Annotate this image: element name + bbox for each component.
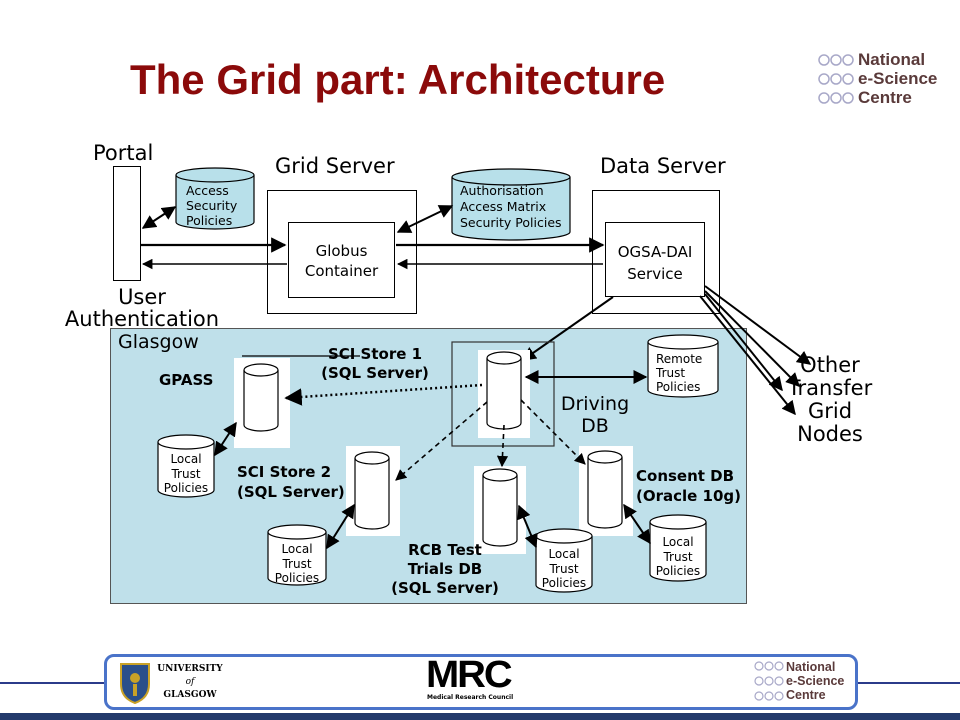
nesc-footer-logo: National e-Science Centre (754, 660, 850, 706)
nesc-footer-line2: e-Science (786, 674, 845, 688)
glasgow-crest-icon (120, 663, 150, 704)
remote-trust-policies-cylinder (647, 334, 719, 398)
consent-db-label: Consent DB (Oracle 10g) (636, 467, 742, 505)
globus-container-label: Globus Container (304, 242, 379, 280)
nesc-logo-rings-icon (818, 54, 854, 104)
authorisation-label: Authorisation Access Matrix Security Pol… (460, 183, 562, 230)
nesc-logo-line2: e-Science (858, 69, 938, 88)
rcb-test-cylinder (482, 468, 518, 547)
local-trust-policies-label-4: Local Trust Policies (655, 535, 701, 578)
user-authentication-label: User Authentication (64, 285, 220, 331)
consent-db-cylinder (587, 450, 623, 529)
portal-box (113, 166, 141, 281)
mrc-logo: MRC Medical Research Council (426, 654, 516, 706)
sci-store-2-cylinder (354, 451, 390, 530)
ogsa-dai-box (605, 222, 705, 297)
glasgow-logo-line3: GLASGOW (163, 690, 217, 700)
gpass-cylinder (243, 363, 279, 432)
university-of-glasgow-logo: UNIVERSITY of GLASGOW (118, 660, 228, 706)
local-trust-policies-cylinder-4 (649, 514, 707, 582)
local-trust-policies-label-3: Local Trust Policies (541, 547, 587, 590)
sci-store-1-label: SCI Store 1 (SQL Server) (321, 345, 429, 382)
access-security-policies-label: Access Security Policies (186, 183, 238, 228)
driving-db-label: Driving DB (560, 393, 630, 437)
mrc-logo-text: MRC (426, 654, 513, 696)
authorisation-cylinder (451, 168, 571, 241)
glasgow-logo-line1: UNIVERSITY (157, 664, 223, 674)
local-trust-policies-label-1: Local Trust Policies (163, 452, 209, 495)
grid-server-title: Grid Server (275, 154, 395, 178)
nesc-footer-rings-icon (754, 661, 784, 701)
footer-bar (0, 713, 960, 720)
rcb-test-trials-label: RCB Test Trials DB (SQL Server) (391, 541, 499, 597)
nesc-logo-line1: National (858, 50, 926, 69)
nesc-logo-line3: Centre (858, 88, 912, 107)
local-trust-policies-cylinder-1 (157, 434, 215, 498)
data-server-title: Data Server (600, 154, 726, 178)
remote-trust-policies-label: Remote Trust Policies (656, 352, 703, 394)
nesc-logo: National e-Science Centre (818, 50, 958, 108)
local-trust-policies-cylinder-3 (535, 528, 593, 593)
local-trust-policies-cylinder-2 (267, 524, 327, 586)
ogsa-dai-label: OGSA-DAI Service (617, 243, 693, 283)
page-title: The Grid part: Architecture (130, 56, 666, 103)
local-trust-policies-label-2: Local Trust Policies (274, 542, 320, 585)
mrc-logo-subtitle: Medical Research Council (427, 694, 514, 701)
globus-container-box (288, 222, 395, 298)
nesc-footer-line1: National (786, 660, 836, 674)
footer-logo-bar (104, 654, 858, 710)
gpass-label: GPASS (159, 371, 214, 389)
glasgow-label: Glasgow (118, 331, 199, 353)
access-security-policies-cylinder (175, 167, 255, 230)
sci-store-1-cylinder (486, 351, 522, 430)
glasgow-logo-line2: of (185, 677, 195, 687)
nesc-footer-line3: Centre (786, 688, 826, 702)
portal-title: Portal (93, 141, 154, 165)
other-transfer-grid-nodes-label: Other Transfer Grid Nodes (787, 353, 873, 446)
sci-store-2-label: SCI Store 2 (SQL Server) (237, 463, 345, 501)
